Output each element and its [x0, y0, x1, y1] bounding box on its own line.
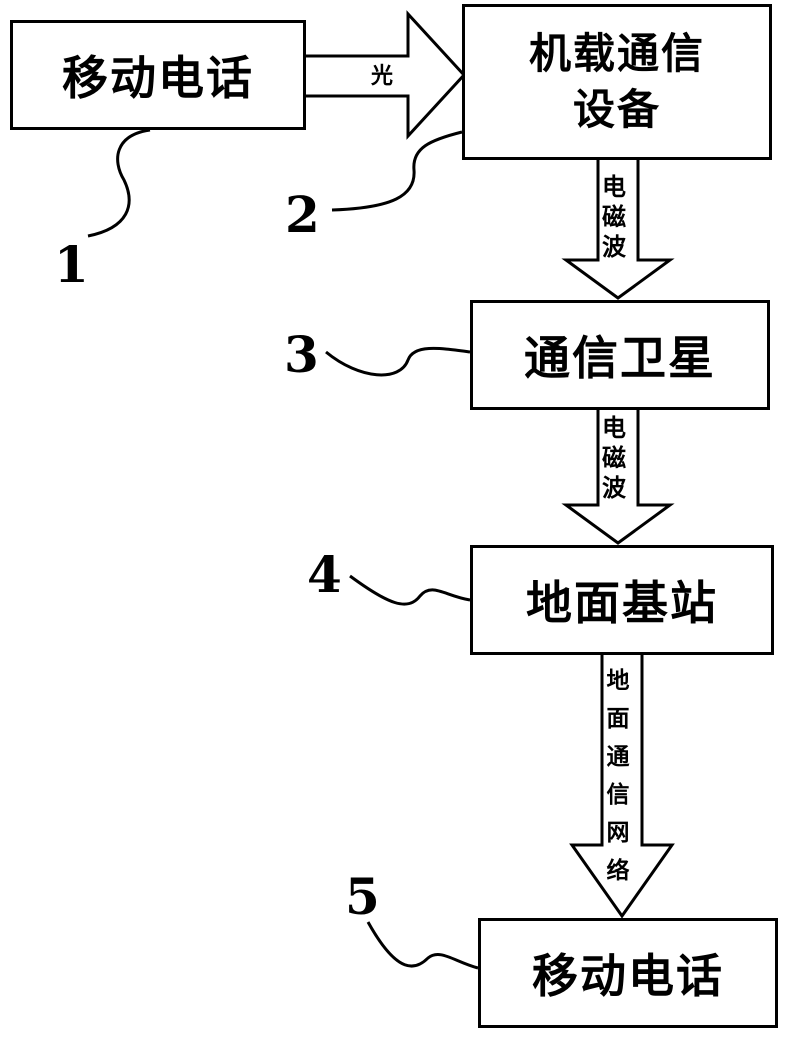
ground-base-station-label: 地面基站: [526, 567, 718, 633]
callout-number-2: 2: [285, 190, 320, 240]
arrow-label-electromagnetic-wave-1: 电磁波: [598, 172, 630, 262]
leader-line-2: [332, 132, 462, 210]
ground-base-station-box: 地面基站: [470, 545, 774, 655]
leader-line-1: [88, 130, 150, 236]
comm-satellite-box: 通信卫星: [470, 300, 770, 410]
leader-line-3: [326, 348, 470, 375]
mobile-phone-box-1: 移动电话: [10, 20, 306, 130]
mobile-phone-box-2: 移动电话: [478, 918, 778, 1028]
arrow-label-light: 光: [362, 58, 402, 90]
mobile-phone-label-2: 移动电话: [532, 940, 724, 1006]
callout-number-4: 4: [307, 550, 342, 600]
callout-number-1: 1: [54, 240, 89, 290]
callout-number-5: 5: [345, 872, 380, 922]
airborne-comm-equipment-label: 机载通信设备: [517, 26, 717, 138]
comm-satellite-label: 通信卫星: [524, 322, 716, 388]
arrow-label-ground-comm-network: 地面通信网络: [602, 662, 634, 890]
callout-number-3: 3: [284, 330, 319, 380]
mobile-phone-label-1: 移动电话: [62, 42, 254, 108]
arrow-label-electromagnetic-wave-2: 电磁波: [598, 413, 630, 503]
leader-line-5: [368, 922, 478, 968]
leader-line-4: [350, 576, 470, 604]
airborne-comm-equipment-box: 机载通信设备: [462, 4, 772, 160]
